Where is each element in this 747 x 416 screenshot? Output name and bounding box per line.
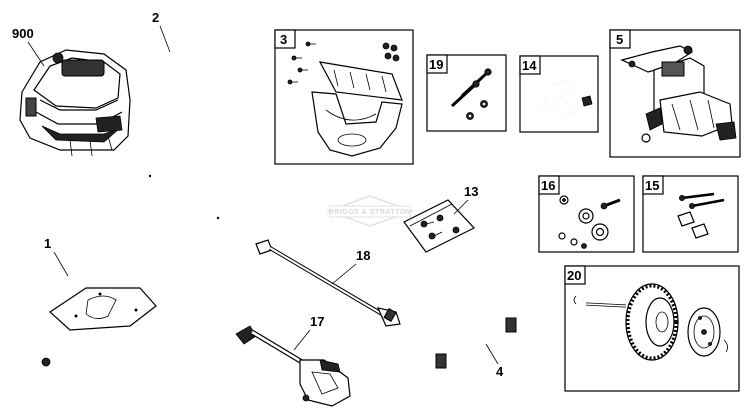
watermark-text: BRIGGS & STRATTON — [329, 209, 412, 216]
callout-bolt-kit-19: 19 — [429, 57, 443, 72]
leader-hose — [485, 343, 499, 365]
leader-handle — [159, 25, 171, 53]
lance-18[interactable] — [255, 239, 401, 327]
callout-cap-kit: 3 — [280, 32, 287, 47]
box-pump-5[interactable]: 5 — [609, 29, 741, 158]
box-axle-kit-16[interactable]: 16 — [538, 175, 635, 253]
handle-2[interactable] — [146, 38, 222, 237]
bushing-icon — [558, 195, 621, 249]
bolt-icon — [677, 192, 725, 239]
wheel-icon — [625, 283, 679, 361]
callout-bolt-kit-15: 15 — [645, 178, 659, 193]
box-bolt-kit-15[interactable]: 15 — [642, 175, 739, 253]
callout-gun: 17 — [310, 314, 324, 329]
callout-pump: 5 — [616, 32, 623, 47]
box-bracket-14[interactable]: 14 — [519, 55, 599, 133]
leader-lance — [331, 263, 357, 285]
hose-4[interactable] — [435, 257, 517, 369]
engine-900[interactable] — [19, 49, 131, 157]
nut-set-icon — [382, 42, 400, 62]
clip-icon — [581, 95, 593, 107]
callout-handle: 2 — [152, 10, 159, 25]
callout-lance: 18 — [356, 248, 370, 263]
leader-frame — [53, 251, 69, 277]
brand-watermark: BRIGGS & STRATTON — [325, 195, 415, 227]
frame-1[interactable] — [18, 215, 190, 396]
hubcap-icon — [687, 307, 721, 357]
hardware-bag-13[interactable] — [403, 199, 475, 253]
callout-wheel-kit: 20 — [567, 268, 581, 283]
callout-engine: 900 — [12, 26, 34, 41]
callout-bracket-14: 14 — [522, 58, 537, 73]
callout-hardware-bag: 13 — [464, 184, 478, 199]
callout-hose: 4 — [496, 364, 504, 379]
box-bolt-kit-19[interactable]: 19 — [426, 54, 507, 132]
leader-hardware-bag — [453, 199, 469, 215]
bolt-icon — [450, 68, 492, 120]
callout-axle-kit-16: 16 — [541, 178, 555, 193]
spray-gun-17[interactable] — [235, 325, 351, 407]
screw-set-icon — [287, 41, 316, 85]
leader-engine — [27, 41, 45, 67]
leader-gun — [293, 329, 311, 351]
box-wheel-kit-20[interactable]: 20 — [564, 265, 740, 392]
box-cap-kit-3[interactable]: 3 — [274, 29, 414, 165]
callout-frame: 1 — [44, 236, 51, 251]
